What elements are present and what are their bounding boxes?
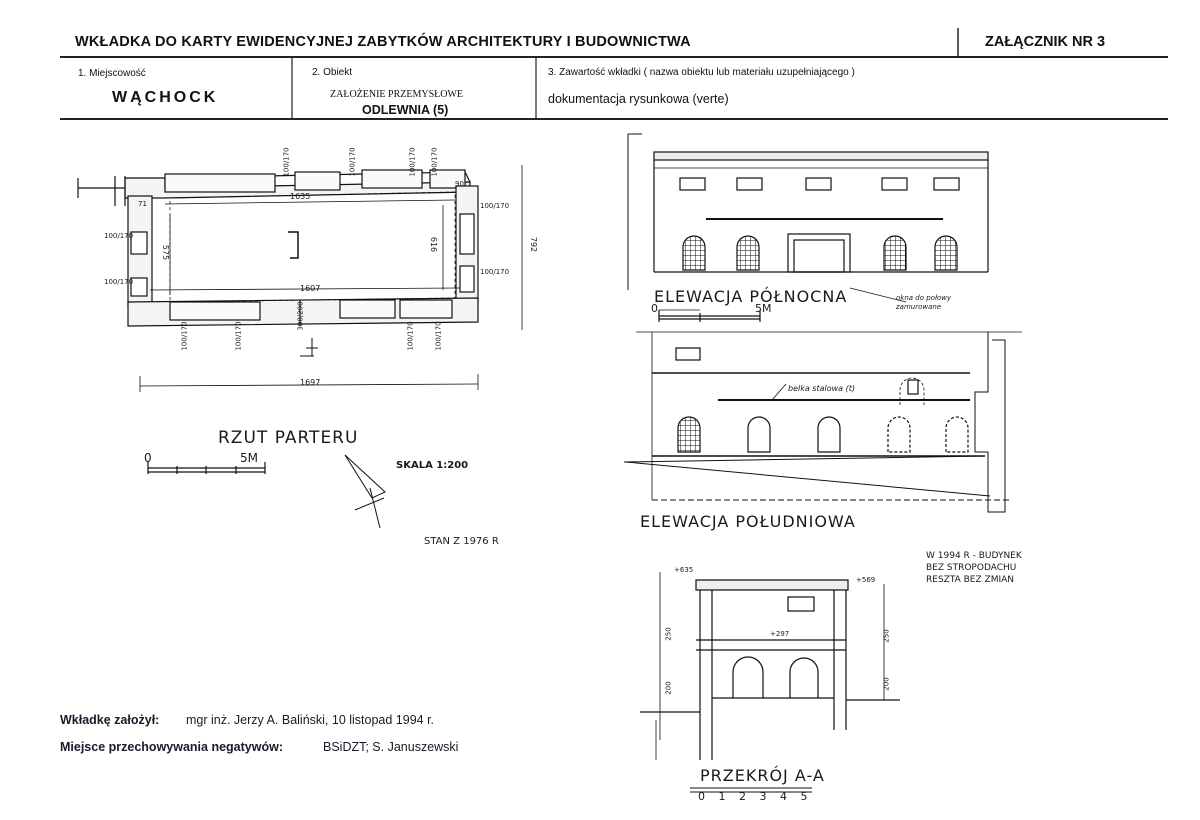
dim-inner-bottom: 1607 xyxy=(300,284,321,293)
south-beam-label: belka stalowa (t) xyxy=(788,384,855,393)
dim-bottom-3: 100/170 xyxy=(406,321,415,351)
dim-overall: 1697 xyxy=(300,378,321,387)
floor-plan xyxy=(77,165,523,392)
section-note-line3: RESZTA BEZ ZMIAN xyxy=(926,575,1014,585)
dim-right-2: 100/170 xyxy=(480,268,510,276)
negatives-label: Miejsce przechowywania negatywów: xyxy=(60,740,283,754)
section-dim-left-2: 200 xyxy=(664,681,673,695)
section-scale: 0 1 2 3 4 5 xyxy=(698,790,813,803)
dim-corner-a: 90 xyxy=(455,180,464,188)
created-value: mgr inż. Jerzy A. Baliński, 10 listopad … xyxy=(186,713,435,727)
created-label: Wkładkę założył: xyxy=(60,713,160,727)
dim-left-1: 100/170 xyxy=(104,232,134,240)
dim-right-height: 616 xyxy=(429,236,439,253)
content-value: dokumentacja rysunkowa (verte) xyxy=(548,92,729,106)
plan-scale-bar xyxy=(147,462,266,474)
content-label: 3. Zawartość wkładki ( nazwa obiektu lub… xyxy=(548,67,855,78)
dim-inner-top: 1635 xyxy=(290,192,311,201)
plan-state: STAN Z 1976 R xyxy=(424,536,499,547)
place-value: WĄCHOCK xyxy=(112,89,219,106)
dim-side: 792 xyxy=(529,236,539,253)
north-elevation xyxy=(627,133,989,322)
annex-number: ZAŁĄCZNIK NR 3 xyxy=(985,34,1106,50)
form-grid xyxy=(60,28,1168,120)
north-scale-end: 5M xyxy=(755,302,772,315)
plan-scale-text: SKALA 1:200 xyxy=(396,460,469,471)
north-arched-windows xyxy=(682,235,958,271)
form-title: WKŁADKA DO KARTY EWIDENCYJNEJ ZABYTKÓW A… xyxy=(75,34,691,50)
dim-corner-b: 71 xyxy=(138,200,147,208)
plan-title: RZUT PARTERU xyxy=(218,428,359,448)
section-level-mid: +297 xyxy=(770,630,790,638)
plan-scale-zero: 0 xyxy=(144,451,152,465)
section-note-line2: BEZ STROPODACHU xyxy=(926,563,1017,573)
plan-scale-end: 5M xyxy=(240,451,258,465)
section-a-a xyxy=(640,572,900,793)
object-line2: ODLEWNIA (5) xyxy=(362,103,449,117)
south-elevation-title: ELEWACJA POŁUDNIOWA xyxy=(640,512,856,531)
place-label: 1. Miejscowość xyxy=(78,68,146,79)
dim-bottom-1: 100/170 xyxy=(180,321,189,351)
south-elevation xyxy=(623,331,1022,513)
dim-left-2: 100/170 xyxy=(104,278,134,286)
dim-top-3: 100/170 xyxy=(408,147,417,177)
dim-top-1: 100/170 xyxy=(282,147,291,177)
object-label: 2. Obiekt xyxy=(312,67,353,78)
north-scale-zero: 0 xyxy=(651,302,658,315)
section-note-line1: W 1994 R - BUDYNEK xyxy=(926,551,1022,561)
dim-right-1: 100/170 xyxy=(480,202,510,210)
dim-bottom-2: 100/170 xyxy=(234,321,243,351)
section-level-right-top: +569 xyxy=(856,576,876,584)
section-dim-right-1: 250 xyxy=(882,629,891,643)
object-line1: ZAŁOŻENIE PRZEMYSŁOWE xyxy=(330,89,464,100)
dim-door: 300/200 xyxy=(296,301,305,331)
section-dim-right-2: 200 xyxy=(882,677,891,691)
section-dim-left-1: 250 xyxy=(664,627,673,641)
dim-top-2: 100/170 xyxy=(348,147,357,177)
north-elevation-title: ELEWACJA PÓŁNOCNA xyxy=(654,287,848,306)
dim-top-4: 100/170 xyxy=(430,147,439,177)
section-title: PRZEKRÓJ A-A xyxy=(700,766,825,785)
section-level-left-top: +635 xyxy=(674,566,694,574)
north-arrow xyxy=(344,454,386,529)
dim-left-height: 575 xyxy=(161,244,171,261)
negatives-value: BSiDZT; S. Januszewski xyxy=(323,740,459,754)
section-note: W 1994 R - BUDYNEK BEZ STROPODACHU RESZT… xyxy=(926,550,1022,586)
north-note: okna do połowy zamurowane xyxy=(896,294,952,311)
dim-bottom-4: 100/170 xyxy=(434,321,443,351)
